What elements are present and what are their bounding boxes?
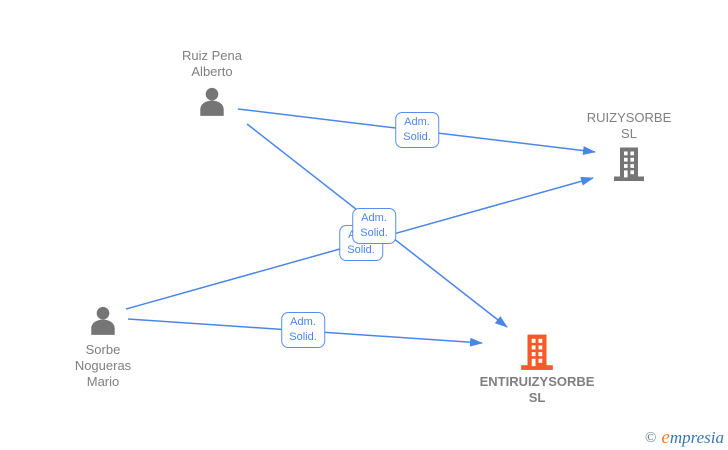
edge-label-adm-solid: Adm. Solid. xyxy=(281,312,325,348)
edge-label-line: Adm. xyxy=(404,116,430,128)
edge-label-line: Adm. xyxy=(361,212,387,224)
node-ruizysorbe-sl[interactable]: RUIZYSORBE SL xyxy=(554,110,704,182)
edge-label-line: Solid. xyxy=(403,131,431,143)
node-label: Ruiz Pena Alberto xyxy=(182,48,242,79)
edge-label-line: Adm. xyxy=(290,316,316,328)
node-label: RUIZYSORBE SL xyxy=(586,110,672,141)
node-label: Sorbe Nogueras Mario xyxy=(74,342,132,389)
building-icon xyxy=(614,147,644,181)
building-icon xyxy=(521,334,553,370)
edge-label-line: Solid. xyxy=(289,331,317,343)
node-entiruizysorbe-sl[interactable]: ENTIRUIZYSORBE SL xyxy=(462,333,612,406)
edge-label-line: Solid. xyxy=(347,244,375,256)
edge-label-adm-solid: Adm. Solid. xyxy=(352,208,396,244)
copyright-icon: © xyxy=(645,430,657,446)
empresia-watermark: © empresia xyxy=(645,428,724,448)
person-icon xyxy=(200,87,224,116)
edge-label-line: Solid. xyxy=(360,227,388,239)
node-ruiz-pena-alberto[interactable]: Ruiz Pena Alberto xyxy=(137,48,287,118)
edge-label-adm-solid: Adm. Solid. xyxy=(395,112,439,148)
person-icon xyxy=(91,306,115,335)
empresia-logo: empresia xyxy=(661,427,724,448)
node-sorbe-nogueras-mario[interactable]: Sorbe Nogueras Mario xyxy=(28,305,178,390)
node-label: ENTIRUIZYSORBE SL xyxy=(479,374,595,405)
